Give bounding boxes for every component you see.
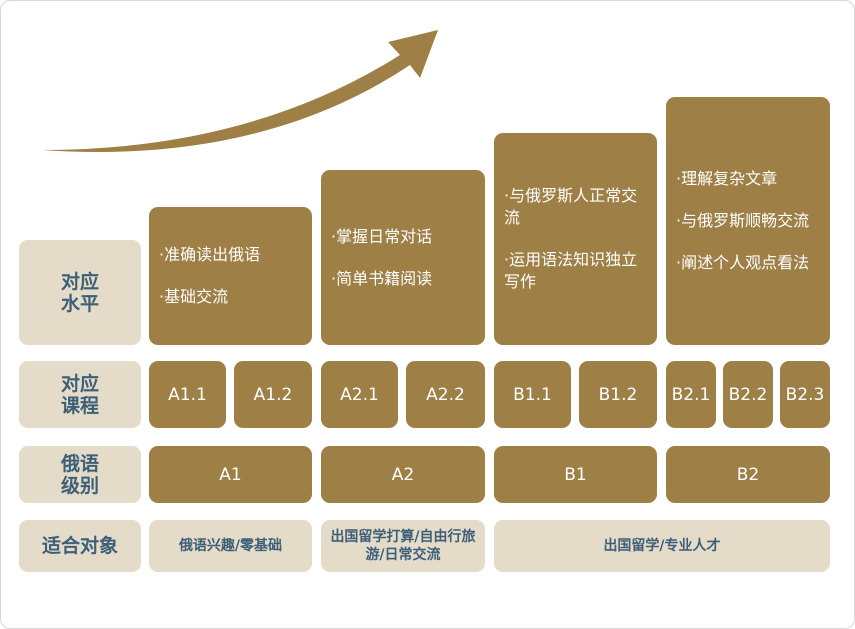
level-desc-a1: ·准确读出俄语·基础交流 bbox=[149, 207, 312, 345]
row-label-grade: 俄语 级别 bbox=[19, 446, 141, 503]
target-a2: 出国留学打算/自由行旅游/日常交流 bbox=[321, 520, 485, 572]
course-a2-1: A2.1 bbox=[321, 361, 398, 428]
course-a2-2: A2.2 bbox=[406, 361, 485, 428]
target-a1: 俄语兴趣/零基础 bbox=[149, 520, 312, 572]
row-label-level: 对应 水平 bbox=[19, 240, 141, 345]
course-b2-1: B2.1 bbox=[666, 361, 716, 428]
row-label-course: 对应 课程 bbox=[19, 361, 141, 428]
progress-arrow-icon bbox=[42, 30, 438, 152]
course-a1-2: A1.2 bbox=[234, 361, 312, 428]
level-desc-b1: ·与俄罗斯人正常交流·运用语法知识独立写作 bbox=[494, 133, 657, 345]
course-b2-3: B2.3 bbox=[780, 361, 830, 428]
target-b: 出国留学/专业人才 bbox=[494, 520, 830, 572]
grade-b2: B2 bbox=[666, 446, 830, 503]
level-desc-b2: ·理解复杂文章·与俄罗斯顺畅交流·阐述个人观点看法 bbox=[666, 97, 830, 345]
course-b2-2: B2.2 bbox=[723, 361, 773, 428]
grade-a1: A1 bbox=[149, 446, 312, 503]
course-b1-1: B1.1 bbox=[494, 361, 571, 428]
level-desc-a2: ·掌握日常对话·简单书籍阅读 bbox=[321, 170, 485, 345]
grade-b1: B1 bbox=[494, 446, 657, 503]
grade-a2: A2 bbox=[321, 446, 485, 503]
course-b1-2: B1.2 bbox=[579, 361, 657, 428]
course-a1-1: A1.1 bbox=[149, 361, 226, 428]
row-label-target: 适合对象 bbox=[19, 520, 141, 572]
